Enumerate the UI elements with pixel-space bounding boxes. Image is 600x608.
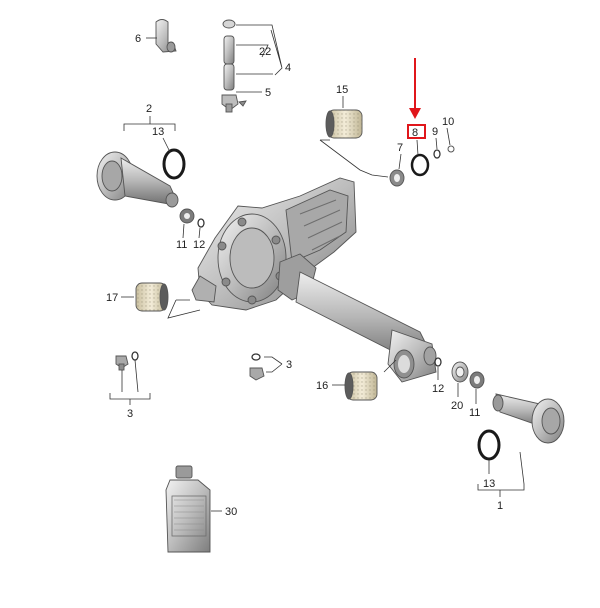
o-ring-left — [162, 148, 186, 180]
callout-label: 4 — [285, 62, 291, 74]
callout-label: 5 — [265, 87, 271, 99]
o-ring-right — [477, 429, 501, 461]
callout-label: 30 — [225, 506, 237, 518]
callout-label: 6 — [135, 33, 141, 45]
left-flange — [96, 151, 179, 208]
bearing-20 — [451, 361, 469, 383]
callout-label: 11 — [469, 407, 480, 419]
callout-label: 7 — [397, 142, 403, 154]
bushing-left — [135, 282, 169, 312]
callout-label: 12 — [432, 383, 444, 395]
o-ring-8 — [410, 153, 430, 177]
callout-label: 16 — [316, 380, 328, 392]
callout-label: 12 — [193, 239, 205, 251]
callout-label: 1 — [497, 500, 503, 512]
callout-label: 13 — [152, 126, 164, 138]
callout-label: 10 — [442, 116, 454, 128]
ring-9 — [433, 149, 441, 159]
callout-label: 9 — [432, 126, 438, 138]
ring-10 — [447, 145, 455, 153]
seal-right — [469, 371, 485, 389]
callout-labels: 1 2 3 3 4 5 6 7 8 9 10 11 11 12 12 13 13… — [106, 33, 503, 518]
callout-label: 8 — [412, 127, 418, 139]
callout-label: 11 — [176, 239, 187, 251]
callout-label: 13 — [483, 478, 495, 490]
bushing-top — [325, 109, 363, 139]
right-flange — [492, 393, 565, 444]
pin-part — [155, 19, 177, 53]
differential-housing — [191, 177, 437, 383]
bushing-bottom — [344, 371, 378, 401]
bolt-stack — [221, 19, 247, 113]
callout-label: 3 — [286, 359, 292, 371]
seal-7 — [389, 169, 405, 187]
highlight-box — [407, 124, 426, 139]
highlight-arrow — [409, 58, 421, 119]
callout-label: 15 — [336, 84, 348, 96]
callout-label: 20 — [451, 400, 463, 412]
callout-label: 2 — [146, 103, 152, 115]
callout-label: 3 — [127, 408, 133, 420]
oil-bottle — [165, 465, 211, 553]
drain-plug-center — [249, 353, 265, 381]
callout-label: 22 — [259, 46, 271, 58]
seal-left — [179, 208, 205, 228]
callout-label: 17 — [106, 292, 118, 304]
ring-12-right — [434, 357, 442, 367]
